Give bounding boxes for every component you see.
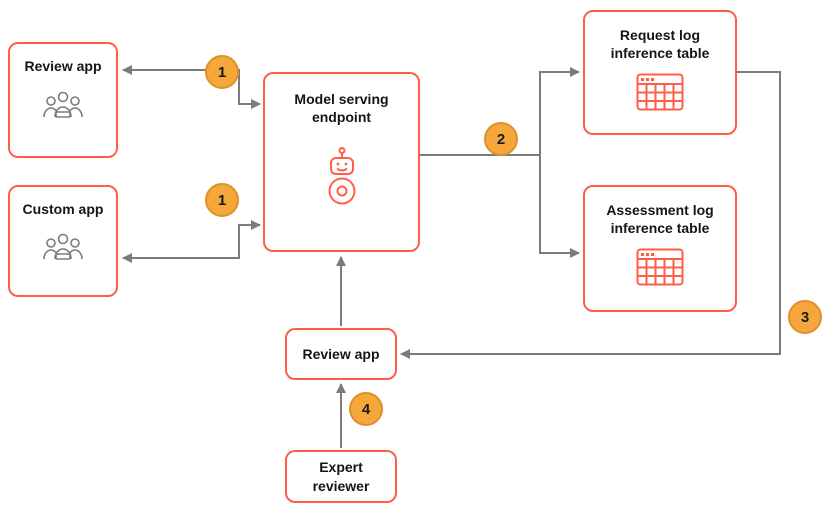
node-review-app-bottom: Review app — [285, 328, 397, 380]
step-badge-1b: 1 — [205, 183, 239, 217]
node-label: Expert reviewer — [312, 459, 370, 494]
node-expert-reviewer: Expert reviewer — [285, 450, 397, 503]
node-label: Model serving endpoint — [294, 91, 389, 126]
node-label: Custom app — [22, 201, 104, 217]
node-review-app-top: Review app — [8, 42, 118, 158]
table-icon — [636, 248, 684, 286]
robot-icon — [328, 147, 355, 205]
users-icon — [43, 233, 83, 260]
step-badge-3: 3 — [788, 300, 822, 334]
node-assessment-log-inference-table: Assessment log inference table — [583, 185, 737, 312]
connector-step3-to-review-app — [400, 71, 781, 359]
node-label: Request log inference table — [610, 27, 710, 62]
node-model-serving-endpoint: Model serving endpoint — [263, 72, 420, 252]
node-custom-app: Custom app — [8, 185, 118, 297]
node-label: Assessment log inference table — [606, 202, 714, 237]
node-request-log-inference-table: Request log inference table — [583, 10, 737, 135]
step-badge-1a: 1 — [205, 55, 239, 89]
connector-step2-to-assessment-log — [539, 154, 580, 258]
step-badge-4: 4 — [349, 392, 383, 426]
table-icon — [636, 73, 684, 111]
node-label: Review app — [24, 58, 102, 74]
connector-step2-to-request-log — [539, 67, 580, 155]
step-badge-2: 2 — [484, 122, 518, 156]
node-label: Review app — [302, 345, 380, 362]
users-icon — [43, 91, 83, 118]
connector-step1-review-to-endpoint — [238, 70, 261, 109]
connector-step1-custom-to-endpoint — [238, 220, 261, 258]
